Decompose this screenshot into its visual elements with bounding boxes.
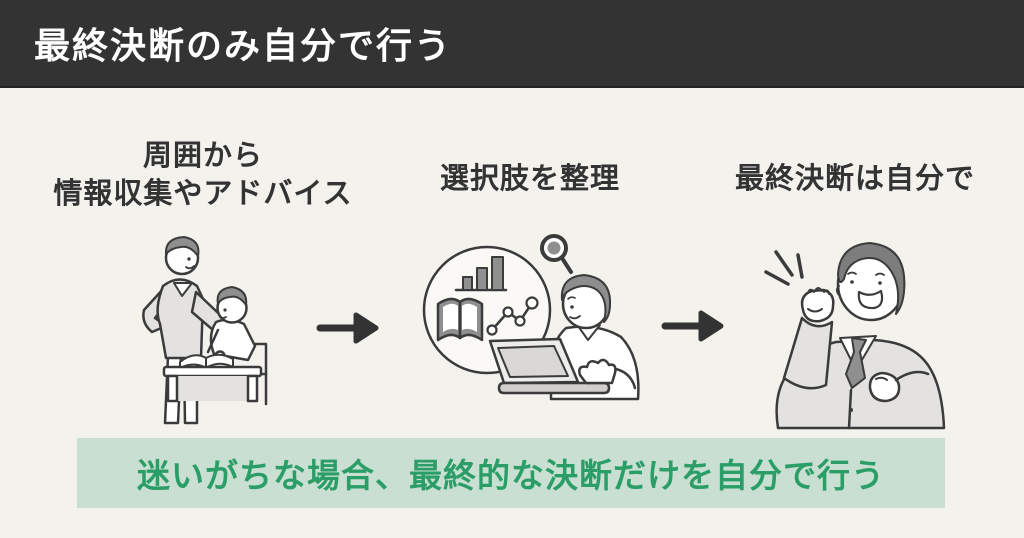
decision-scene-icon <box>764 242 946 430</box>
page-title: 最終決断のみ自分で行う <box>34 25 453 66</box>
fist-icon <box>868 370 930 403</box>
hand-icon <box>578 358 617 385</box>
arrow-right-icon <box>316 308 386 348</box>
step-label-line: 選択肢を整理 <box>439 163 620 195</box>
open-book-icon <box>436 297 484 342</box>
summary-banner-text: 迷いがちな場合、最終的な決断だけを自分で行う <box>137 457 885 494</box>
hair-icon <box>216 286 248 306</box>
step-label-line: 最終決断は自分で <box>734 163 975 195</box>
organize-illustration <box>420 224 655 429</box>
organize-scene-icon <box>422 234 640 401</box>
mouth-icon <box>857 289 884 310</box>
line-chart-icon <box>486 296 539 336</box>
emphasis-lines-icon <box>764 250 804 286</box>
bar-chart-icon <box>454 256 508 292</box>
step-label-line: 情報収集やアドバイス <box>53 178 353 210</box>
step-label-final-decision: 最終決断は自分で <box>715 160 995 198</box>
laptop-icon <box>488 337 611 395</box>
hair-icon <box>164 236 200 257</box>
advice-illustration <box>108 226 288 431</box>
fist-icon <box>800 287 835 323</box>
step-label-gather-info: 周囲から 情報収集やアドバイス <box>38 137 368 213</box>
hair-icon <box>837 242 906 315</box>
desk-icon <box>162 365 263 403</box>
step-label-organize-options: 選択肢を整理 <box>398 160 662 198</box>
summary-banner: 迷いがちな場合、最終的な決断だけを自分で行う <box>77 438 945 508</box>
step-label-line: 周囲から <box>142 140 263 172</box>
chair-icon <box>250 342 268 406</box>
arrow-right-icon <box>661 306 731 346</box>
advice-scene-icon <box>142 236 268 425</box>
header-bar: 最終決断のみ自分で行う <box>0 0 1024 88</box>
decision-illustration <box>748 230 953 430</box>
magnifier-icon <box>540 234 573 274</box>
tie-icon <box>845 337 867 389</box>
hair-icon <box>560 274 612 323</box>
